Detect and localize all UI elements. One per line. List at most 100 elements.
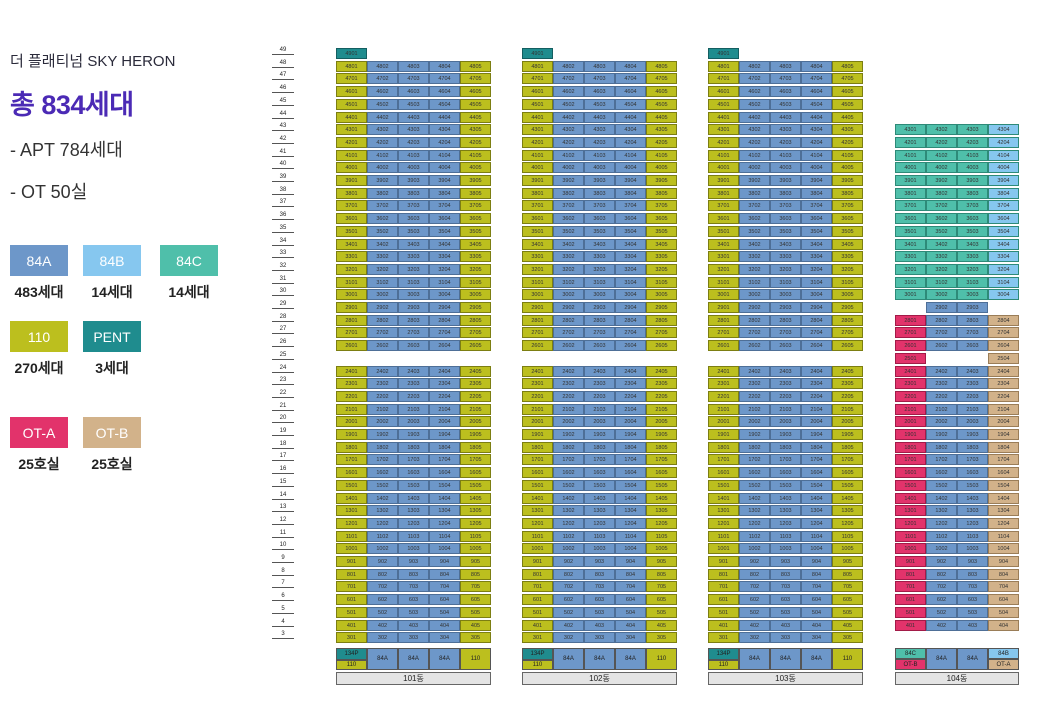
unit-cell: 2705 [646, 327, 677, 339]
unit-cell: 2101 [895, 403, 926, 415]
unit-cell: 2802 [553, 314, 584, 326]
unit-cell: 3001 [708, 289, 739, 301]
unit-cell: 704 [801, 581, 832, 593]
unit-cell: 703 [584, 581, 615, 593]
unit-cell: 3604 [615, 213, 646, 225]
unit-cell: 905 [832, 556, 863, 567]
unit-cell: 701 [708, 581, 739, 593]
unit-cell: 1802 [739, 441, 770, 453]
unit-cell: 504 [429, 606, 460, 618]
unit-cell: 603 [770, 594, 801, 606]
unit-cell: 1005 [646, 543, 677, 555]
floor-label: 34 [272, 238, 294, 246]
unit-cell: 4403 [398, 111, 429, 123]
unit-cell: 2405 [460, 365, 491, 377]
unit-cell: 4303 [398, 124, 429, 136]
unit-cell: 4205 [832, 136, 863, 148]
unit-cell: 503 [584, 606, 615, 618]
unit-cell: 2005 [460, 416, 491, 428]
unit-cell: 1502 [553, 479, 584, 491]
unit-cell: 3005 [646, 289, 677, 301]
unit-cell: 2902 [739, 302, 770, 313]
unit-cell: 3202 [926, 263, 957, 275]
unit-cell: 1704 [429, 454, 460, 466]
legend-panel: 더 플래티넘 SKY HERON 총 834세대 - APT 784세대 - O… [10, 48, 260, 204]
unit-cell: 305 [832, 632, 863, 644]
unit-cell: 1101 [336, 530, 367, 542]
unit-cell: 2203 [770, 390, 801, 402]
unit-cell: 3105 [832, 276, 863, 288]
unit-cell: 805 [646, 568, 677, 580]
unit-cell: 1304 [429, 505, 460, 517]
unit-cell: 3902 [739, 175, 770, 186]
unit-cell: 4901 [708, 48, 739, 59]
unit-cell: 1703 [584, 454, 615, 466]
unit-cell: 2203 [957, 390, 988, 402]
unit-cell: 1105 [646, 530, 677, 542]
unit-cell: 3605 [646, 213, 677, 225]
unit-cell: 1303 [584, 505, 615, 517]
unit-cell: 4404 [615, 111, 646, 123]
unit-cell: 505 [460, 606, 491, 618]
base-unit: 84A [615, 648, 646, 670]
unit-cell: 503 [398, 606, 429, 618]
unit-cell: 603 [584, 594, 615, 606]
unit-cell: 2603 [398, 340, 429, 352]
unit-cell: 3404 [801, 238, 832, 250]
floor-label: 40 [272, 161, 294, 170]
unit-cell: 4703 [770, 73, 801, 85]
unit-cell: 1701 [708, 454, 739, 466]
unit-cell: 2003 [584, 416, 615, 428]
base-unit: 84A [770, 648, 801, 670]
unit-cell: 4302 [553, 124, 584, 136]
unit-cell: 2305 [832, 378, 863, 390]
unit-cell: 3502 [367, 225, 398, 237]
unit-cell: 1203 [770, 517, 801, 529]
unit-cell: 1805 [832, 441, 863, 453]
unit-cell: 601 [895, 594, 926, 606]
unit-cell: 2405 [832, 365, 863, 377]
unit-cell: 4102 [367, 149, 398, 161]
unit-cell: 1201 [708, 517, 739, 529]
floor-label: 4 [272, 619, 294, 627]
floor-label: 18 [272, 441, 294, 449]
unit-cell: 502 [367, 606, 398, 618]
unit-cell: 903 [770, 556, 801, 567]
unit-cell: 2301 [522, 378, 553, 390]
unit-cell: 1902 [367, 429, 398, 440]
unit-cell: 1904 [429, 429, 460, 440]
building-label: 104동 [895, 672, 1019, 685]
unit-cell: 4503 [770, 98, 801, 110]
unit-cell: 601 [336, 594, 367, 606]
unit-cell: 805 [460, 568, 491, 580]
unit-cell: 4202 [926, 136, 957, 148]
unit-cell: 301 [522, 632, 553, 644]
unit-cell: 3301 [336, 251, 367, 263]
unit-cell: 3405 [460, 238, 491, 250]
unit-cell: 4804 [801, 60, 832, 72]
unit-cell: 402 [367, 619, 398, 631]
unit-cell: 2405 [646, 365, 677, 377]
floor-label: 17 [272, 453, 294, 462]
unit-cell: 3502 [926, 225, 957, 237]
unit-cell: 1501 [336, 479, 367, 491]
unit-cell: 1002 [926, 543, 957, 555]
unit-cell: 4901 [336, 48, 367, 59]
unit-cell: 3903 [584, 175, 615, 186]
unit-cell: 1803 [584, 441, 615, 453]
floor-label: 24 [272, 365, 294, 373]
unit-cell: 4302 [926, 124, 957, 136]
unit-cell: 3601 [895, 213, 926, 225]
unit-cell: 4002 [739, 162, 770, 174]
unit-cell: 4801 [336, 60, 367, 72]
unit-cell: 3202 [739, 263, 770, 275]
unit-cell: 503 [770, 606, 801, 618]
unit-cell: 3705 [460, 200, 491, 212]
unit-cell: 3004 [988, 289, 1019, 301]
unit-cell: 3805 [646, 187, 677, 199]
unit-cell: 1602 [553, 467, 584, 479]
unit-cell: 2605 [646, 340, 677, 352]
unit-cell: 3004 [429, 289, 460, 301]
unit-cell: 1401 [522, 492, 553, 504]
unit-cell: 4105 [460, 149, 491, 161]
